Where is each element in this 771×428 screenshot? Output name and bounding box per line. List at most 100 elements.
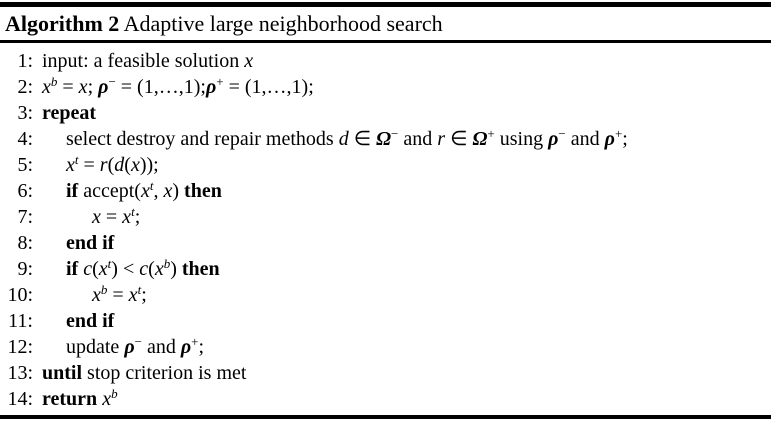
line-segment: then	[184, 180, 222, 202]
line-segment: end if	[66, 232, 115, 254]
line-segment: x	[78, 76, 88, 98]
algorithm-line: 9:if c(xt) < c(xb) then	[0, 256, 771, 282]
line-segment: ρ	[604, 128, 615, 150]
line-content: input: a feasible solution x	[42, 48, 253, 74]
line-segment: +	[191, 334, 199, 349]
line-number: 13:	[7, 362, 33, 384]
line-segment: t	[107, 256, 112, 271]
line-segment: =	[57, 76, 79, 98]
line-content: x = xt;	[42, 204, 140, 230]
line-content: xb = x; ρ− = (1,…,1);ρ+ = (1,…,1);	[42, 74, 314, 100]
line-segment: +	[487, 126, 495, 141]
algorithm-line: 10: xb = xt;	[0, 282, 771, 308]
line-segment: =	[107, 284, 129, 306]
line-segment: end if	[66, 310, 115, 332]
line-segment: (	[124, 154, 131, 176]
line-segment: return	[42, 388, 103, 410]
algorithm-line: 3: repeat	[0, 100, 771, 126]
line-segment: select destroy and repair methods	[66, 128, 339, 150]
line-segment: (	[92, 258, 99, 280]
line-number: 3:	[17, 102, 33, 124]
line-segment: if	[66, 180, 79, 202]
line-number: 6:	[17, 180, 33, 202]
line-segment: and	[565, 128, 605, 150]
line-segment: r	[99, 154, 108, 176]
line-segment: input: a feasible solution	[42, 50, 245, 72]
line-segment: x	[92, 206, 101, 228]
line-segment: then	[181, 258, 220, 280]
line-segment: c	[139, 258, 149, 280]
algorithm-line: 5:xt = r(d(x));	[0, 152, 771, 178]
line-segment: ;	[134, 206, 141, 228]
line-segment: x	[140, 180, 150, 202]
line-segment: b	[50, 74, 58, 89]
algorithm-title: Adaptive large neighborhood search	[123, 11, 443, 36]
line-segment: )	[170, 258, 182, 280]
line-number: 8:	[17, 232, 33, 254]
line-segment: b	[163, 256, 171, 271]
line-segment: ρ	[180, 336, 192, 358]
top-rule	[0, 2, 771, 7]
bottom-rule	[0, 415, 771, 419]
line-number: 7:	[17, 206, 33, 228]
algorithm-line: 2:xb = x; ρ− = (1,…,1);ρ+ = (1,…,1);	[0, 74, 771, 100]
line-number: 12:	[7, 336, 33, 358]
line-number: 4:	[17, 128, 33, 150]
line-number: 5:	[17, 154, 33, 176]
algorithm-line: 12:update ρ− and ρ+;	[0, 334, 771, 360]
line-segment: and	[398, 128, 438, 150]
line-segment: update	[66, 336, 125, 358]
line-segment: ρ	[98, 76, 109, 98]
line-content: xb = xt;	[42, 282, 147, 308]
line-segment: x	[66, 154, 75, 176]
line-segment: ,	[153, 180, 164, 202]
algorithm-line: 11: end if	[0, 308, 771, 334]
line-number: 11:	[8, 310, 33, 332]
line-segment: x	[128, 284, 138, 306]
line-content: select destroy and repair methods d ∈ Ω−…	[42, 126, 628, 152]
line-segment: x	[244, 50, 254, 72]
line-segment: =	[100, 206, 123, 228]
line-number: 9:	[17, 258, 33, 280]
line-segment: (	[107, 154, 115, 176]
line-content: repeat	[42, 100, 96, 126]
line-number: 2:	[17, 76, 33, 98]
line-segment: Ω	[376, 128, 392, 150]
line-segment: ρ	[548, 128, 559, 150]
line-segment: +	[216, 74, 224, 89]
line-segment: (	[148, 258, 155, 280]
line-segment: x	[92, 284, 101, 306]
algorithm-line: 1: input: a feasible solution x	[0, 48, 771, 74]
line-segment: x	[154, 258, 164, 280]
line-content: end if	[42, 308, 114, 334]
line-segment: −	[134, 334, 142, 349]
line-segment: ∈	[348, 128, 377, 150]
line-segment: Ω	[472, 128, 488, 150]
algorithm-line: 8: end if	[0, 230, 771, 256]
line-segment: x	[42, 76, 51, 98]
line-content: if c(xt) < c(xb) then	[42, 256, 220, 282]
line-segment: )	[172, 180, 185, 202]
line-segment: ;	[198, 336, 205, 358]
line-number: 14:	[7, 388, 33, 410]
line-number: 10:	[7, 284, 33, 306]
line-segment: ;	[622, 128, 628, 150]
line-number: 1:	[17, 50, 33, 72]
line-segment: = (1,…,1);	[115, 76, 206, 98]
line-segment: and	[141, 336, 181, 358]
line-segment: t	[131, 204, 135, 219]
line-segment: d	[114, 154, 125, 176]
line-content: update ρ− and ρ+;	[42, 334, 204, 360]
line-segment: ));	[139, 154, 159, 176]
line-segment: ) <	[111, 258, 140, 280]
line-segment: t	[149, 178, 154, 193]
line-content: if accept(xt, x) then	[42, 178, 222, 204]
line-segment: x	[122, 206, 132, 228]
line-segment: d	[338, 128, 349, 150]
line-segment: if	[66, 258, 79, 280]
algorithm-line: 6: if accept(xt, x) then	[0, 178, 771, 204]
algorithm-line: 7:x = xt;	[0, 204, 771, 230]
line-segment: t	[137, 282, 142, 297]
line-segment: x	[102, 388, 112, 410]
